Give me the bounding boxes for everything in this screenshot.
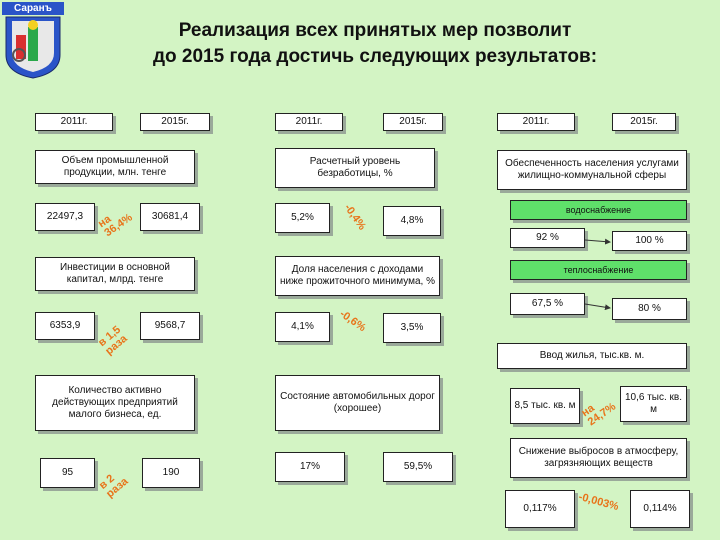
water-2015-value: 100 % [612, 231, 687, 251]
housing-change: на 24,7% [579, 400, 619, 429]
roads-2015-value: 59,5% [383, 452, 453, 482]
unemployment-2011-value: 5,2% [275, 203, 330, 233]
year-2015-col3: 2015г. [612, 113, 676, 131]
utilities-label: Обеспеченность населения услугами жилищн… [497, 150, 687, 190]
roads-2011-value: 17% [275, 452, 345, 482]
poverty-2011-value: 4,1% [275, 312, 330, 342]
heat-supply-label: теплоснабжение [510, 260, 687, 280]
year-2011-col2: 2011г. [275, 113, 343, 131]
emissions-2011-value: 0,117% [505, 490, 575, 528]
unemployment-2015-value: 4,8% [383, 206, 441, 236]
roads-label: Состояние автомобильных дорог (хорошее) [275, 375, 440, 431]
heat-2011-value: 67,5 % [510, 293, 585, 315]
year-2015-col2: 2015г. [383, 113, 443, 131]
industrial-output-label: Объем промышленной продукции, млн. тенге [35, 150, 195, 184]
title-line-1: Реализация всех принятых мер позволит [178, 20, 572, 41]
industrial-change: на 36,4% [96, 211, 135, 240]
city-logo: Саранъ [2, 2, 64, 80]
emissions-change: -0,003% [577, 490, 620, 514]
year-2011-col3: 2011г. [497, 113, 575, 131]
industrial-2011-value: 22497,3 [35, 203, 95, 231]
logo-label: Саранъ [2, 2, 64, 15]
emissions-2015-value: 0,114% [630, 490, 690, 528]
small-business-change: в 2 раза [96, 472, 131, 501]
investment-2015-value: 9568,7 [140, 312, 200, 340]
small-business-2011-value: 95 [40, 458, 95, 488]
industrial-2015-value: 30681,4 [140, 203, 200, 231]
heat-2015-value: 80 % [612, 298, 687, 320]
unemployment-change: -0,4% [341, 201, 368, 233]
housing-2011-value: 8,5 тыс. кв. м [510, 388, 580, 424]
poverty-change: -0,6% [337, 307, 368, 335]
small-business-label: Количество активно действующих предприят… [35, 375, 195, 431]
housing-label: Ввод жилья, тыс.кв. м. [497, 343, 687, 369]
water-2011-value: 92 % [510, 228, 585, 248]
city-emblem-icon [5, 16, 61, 79]
small-business-2015-value: 190 [142, 458, 200, 488]
title-line-2: до 2015 года достичь следующих результат… [152, 45, 598, 67]
year-2015-col1: 2015г. [140, 113, 210, 131]
year-2011-col1: 2011г. [35, 113, 113, 131]
unemployment-label: Расчетный уровень безработицы, % [275, 148, 435, 188]
investment-2011-value: 6353,9 [35, 312, 95, 340]
poverty-2015-value: 3,5% [383, 313, 441, 343]
water-supply-label: водоснабжение [510, 200, 687, 220]
housing-2015-value: 10,6 тыс. кв. м [620, 386, 687, 422]
emissions-label: Снижение выбросов в атмосферу, загрязняю… [510, 438, 687, 478]
poverty-label: Доля населения с доходами ниже прожиточн… [275, 256, 440, 296]
page-title: Реализация всех принятых мер позволит до… [70, 18, 680, 69]
investment-label: Инвестиции в основной капитал, млрд. тен… [35, 257, 195, 291]
